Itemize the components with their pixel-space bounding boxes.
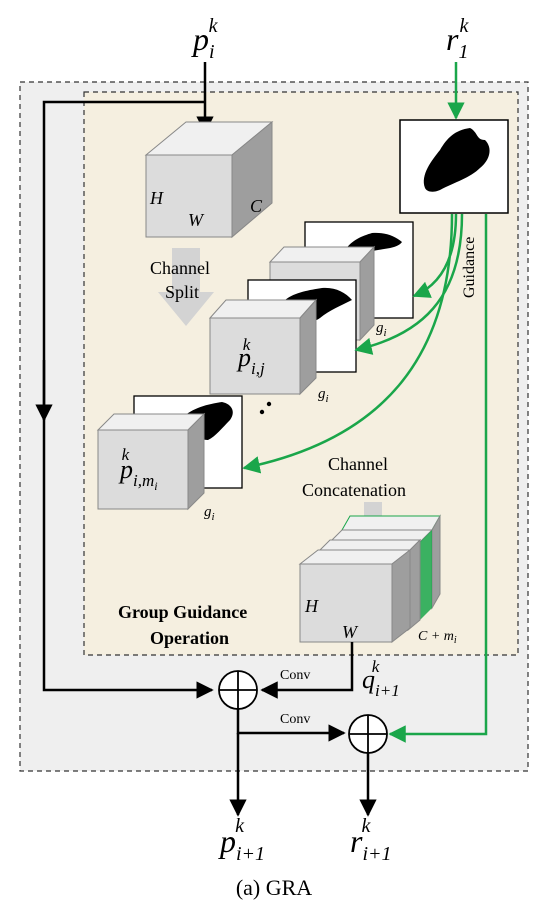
conv2-label: Conv: [280, 712, 310, 727]
q-label: qi+1k: [362, 657, 400, 700]
guidance-arrow-3: [242, 213, 454, 474]
channel-split-label-2: Split: [165, 282, 199, 302]
group-label-1: gi: [376, 320, 387, 339]
cube-h-label: H: [149, 188, 164, 208]
ggo-title-2: Operation: [150, 628, 229, 648]
channel-concat-label-2: Concatenation: [302, 480, 406, 500]
concat-cube: H W: [298, 514, 441, 644]
channel-concat-label: Channel: [328, 454, 388, 474]
conv1-label: Conv: [280, 668, 310, 683]
input-r-label: r1k: [446, 15, 469, 63]
pim-label: pi,mik: [118, 445, 158, 493]
guidance-arrow-2: [354, 213, 464, 355]
input-p-label: pik: [191, 15, 219, 63]
add-node-1: [218, 670, 258, 710]
guidance-map: [399, 119, 509, 214]
group-2: [208, 279, 357, 396]
group-label-2: gi: [318, 386, 329, 405]
cube-w-label: W: [188, 210, 205, 230]
figure-caption: (a) GRA: [236, 875, 312, 900]
ggo-title: Group Guidance: [118, 602, 247, 622]
group-label-3: gi: [204, 504, 215, 523]
pij-label: pi,jk: [236, 335, 265, 378]
guidance-label: Guidance: [461, 237, 478, 298]
concat-channels-label: C + mi: [418, 629, 457, 646]
group-3: [96, 395, 243, 511]
concat-h-label: H: [304, 596, 319, 616]
guidance-arrow-1: [412, 213, 458, 298]
feature-cube-main: H W C: [144, 120, 274, 239]
add-node-2: [348, 714, 388, 754]
guidance-skip-line: [388, 214, 488, 743]
channel-split-label: Channel: [150, 258, 210, 278]
cube-c-label: C: [250, 196, 263, 216]
output-p-label: pi+1k: [218, 815, 265, 865]
conv1-path: [260, 642, 354, 699]
output-r-label: ri+1k: [350, 815, 392, 865]
ellipsis-dots: [259, 401, 272, 415]
concat-w-label: W: [342, 622, 359, 642]
channel-split-arrow: [158, 248, 214, 326]
